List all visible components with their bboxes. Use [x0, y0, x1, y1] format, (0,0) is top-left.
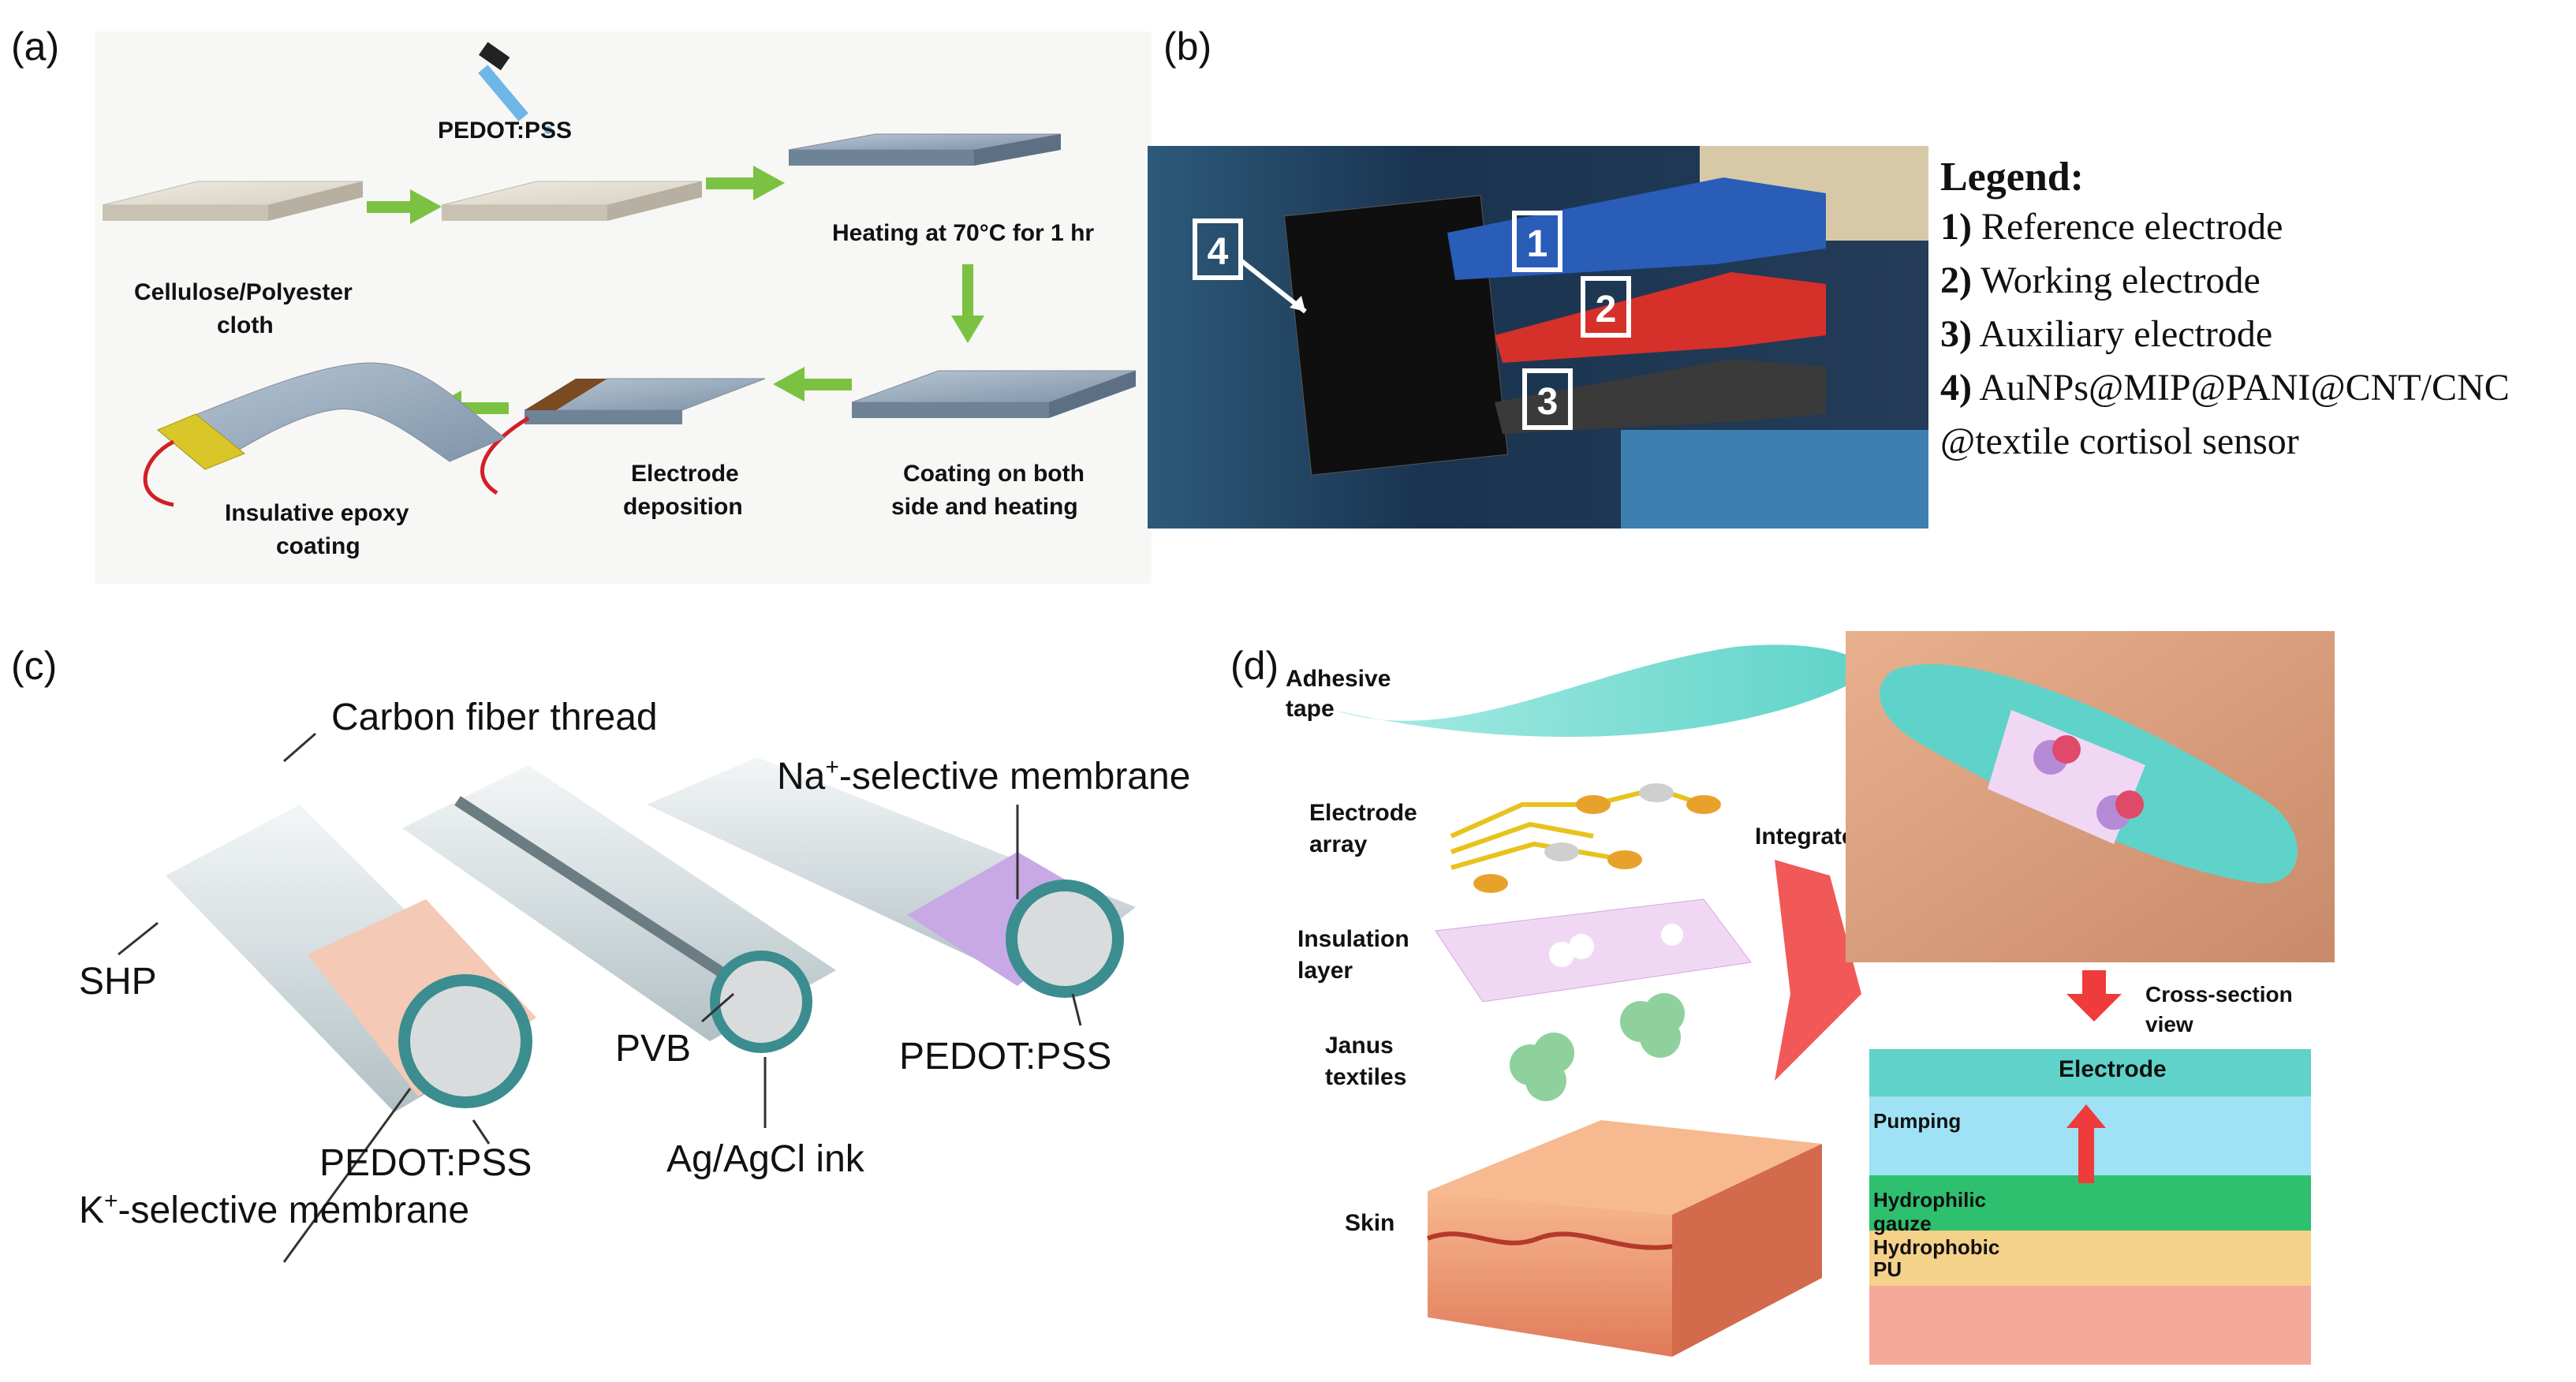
janus-textiles — [1510, 993, 1685, 1101]
panel-b-legend: Legend: 1) Reference electrode 2) Workin… — [1940, 154, 2571, 469]
label-hydrophilic-2: gauze — [1873, 1212, 1932, 1235]
skin-block — [1426, 1120, 1822, 1357]
legend-item-3: 3) Auxiliary electrode — [1940, 313, 2273, 355]
label-cloth-1: Cellulose/Polyester — [134, 279, 353, 305]
cross-section-arrow — [2066, 970, 2122, 1022]
na-rest: -selective membrane — [839, 756, 1191, 797]
label-hydrophilic-1: Hydrophilic — [1873, 1188, 1986, 1212]
legend-title: Legend: — [1940, 155, 2084, 200]
panel-b-label: (b) — [1163, 24, 1212, 69]
k-main: K — [79, 1190, 104, 1231]
label-pvb: PVB — [615, 1028, 691, 1070]
label-adhesive-2: tape — [1286, 696, 1335, 722]
panel-a-label: (a) — [11, 24, 60, 69]
label-pedot-right: PEDOT:PSS — [899, 1036, 1111, 1078]
label-agcl: Ag/AgCl ink — [666, 1138, 865, 1180]
label-insulation-1: Insulation — [1297, 926, 1409, 952]
panel-c-label: (c) — [11, 644, 58, 688]
marker-3: 3 — [1522, 368, 1573, 430]
panel-b-photo: 1 2 3 4 — [1148, 146, 1928, 529]
sheet-bent-epoxy — [143, 362, 506, 507]
k-sup: + — [104, 1188, 118, 1214]
label-carbon-fiber: Carbon fiber thread — [331, 697, 658, 738]
na-sup: + — [825, 754, 839, 780]
label-pumping: Pumping — [1873, 1109, 1961, 1133]
dropper-icon — [478, 42, 552, 134]
panel-d-figure: Adhesive tape Electrode array Insulation… — [1286, 631, 2335, 1365]
clip-blue — [1447, 177, 1826, 280]
fiber-na-sensor — [647, 757, 1136, 998]
adhesive-tape — [1333, 644, 1865, 738]
label-coating-2: side and heating — [891, 494, 1078, 520]
sheet-electrode — [480, 378, 766, 495]
arrow-down — [951, 264, 984, 343]
marker-4-text: 4 — [1208, 231, 1229, 273]
label-epoxy-1: Insulative epoxy — [225, 500, 409, 526]
label-shp: SHP — [79, 961, 157, 1003]
insulation-layer — [1435, 898, 1752, 1003]
legend-item-1: 1) Reference electrode — [1940, 206, 2283, 248]
marker-3-text: 3 — [1537, 381, 1559, 423]
clip-red — [1495, 272, 1826, 363]
fiber-reference — [402, 765, 836, 1053]
electrode-pads — [1473, 783, 1721, 893]
clip-black — [1495, 359, 1826, 434]
label-insulation-2: layer — [1297, 958, 1353, 984]
legend-item-2: 2) Working electrode — [1940, 260, 2261, 301]
label-electrode: Electrode — [2059, 1056, 2167, 1082]
label-cross-2: view — [2145, 1012, 2193, 1036]
label-janus-1: Janus — [1325, 1033, 1394, 1059]
label-na-membrane: Na+-selective membrane — [777, 754, 1190, 797]
label-cloth-2: cloth — [217, 312, 274, 338]
textile-sensor — [1283, 195, 1509, 476]
label-electrode-array-2: array — [1309, 831, 1368, 857]
marker-2-text: 2 — [1596, 289, 1617, 331]
label-hydrophobic-1: Hydrophobic — [1873, 1235, 1999, 1259]
sheet-cloth-drop — [441, 181, 703, 221]
sheet-coated-both — [851, 370, 1137, 418]
label-hydrophobic-2: PU — [1873, 1257, 1902, 1281]
legend-item-4: 4) AuNPs@MIP@PANI@CNT/CNC — [1940, 367, 2510, 409]
k-rest: -selective membrane — [118, 1190, 470, 1231]
label-electrode-array-1: Electrode — [1309, 800, 1417, 826]
arm-photo — [1846, 631, 2335, 962]
label-electrode-2: deposition — [623, 494, 743, 520]
cross-section — [1869, 1049, 2311, 1365]
label-skin: Skin — [1345, 1210, 1394, 1236]
label-janus-2: textiles — [1325, 1064, 1406, 1090]
arrow-left-1 — [773, 367, 852, 402]
label-electrode-1: Electrode — [631, 461, 739, 487]
leader-lines-c — [118, 732, 1082, 1263]
marker-1: 1 — [1512, 211, 1562, 272]
fiber-k-sensor — [166, 805, 536, 1112]
label-k-membrane: K+-selective membrane — [79, 1188, 469, 1231]
pump-arrow — [2066, 1104, 2106, 1183]
marker-2: 2 — [1581, 276, 1631, 338]
na-main: Na — [777, 756, 826, 797]
sheet-cloth — [102, 181, 364, 221]
marker-4: 4 — [1193, 219, 1307, 314]
label-cross-1: Cross-section — [2145, 982, 2293, 1007]
label-pedot-drop: PEDOT:PSS — [438, 118, 572, 144]
sheet-coated-heating — [788, 133, 1062, 166]
label-heating: Heating at 70°C for 1 hr — [832, 220, 1094, 246]
legend-item-4-cont: @textile cortisol sensor — [1940, 420, 2299, 462]
arrow-right-1 — [367, 189, 442, 224]
label-coating-1: Coating on both — [903, 461, 1085, 487]
panel-c-figure: Carbon fiber thread Na+-selective membra… — [79, 697, 1190, 1263]
label-epoxy-2: coating — [276, 533, 360, 559]
integrated-arrow — [1775, 860, 1861, 1081]
panel-a-figure: PEDOT:PSS Heating at 70°C for 1 hr Cellu… — [95, 32, 1152, 584]
marker-1-text: 1 — [1527, 223, 1548, 265]
label-adhesive-1: Adhesive — [1286, 666, 1391, 692]
panel-d-label: (d) — [1230, 644, 1279, 688]
label-pedot-left: PEDOT:PSS — [319, 1142, 532, 1184]
arrow-right-2 — [706, 166, 785, 200]
electrode-array — [1450, 786, 1704, 870]
